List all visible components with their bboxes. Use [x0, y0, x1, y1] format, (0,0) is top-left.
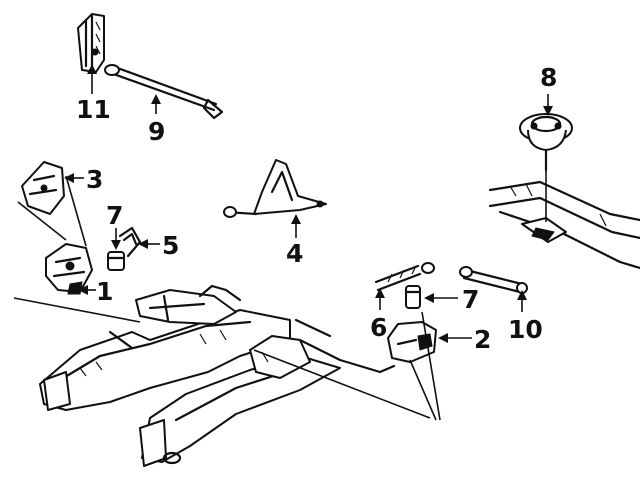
leader-crossmember	[13, 297, 431, 419]
part-11-bracket	[77, 13, 105, 73]
callout-7-left: 7	[106, 201, 123, 230]
part-1-bracket	[17, 175, 93, 295]
callout-2: 2	[474, 325, 491, 354]
callout-7-right: 7	[462, 285, 479, 314]
callout-6: 6	[370, 313, 387, 342]
callout-3: 3	[86, 165, 103, 194]
callout-11: 11	[76, 95, 111, 124]
frame-rail-right	[488, 170, 640, 270]
part-2-bracket	[387, 321, 437, 363]
part-5-link	[118, 226, 142, 258]
part-10-rod	[459, 266, 528, 294]
callout-9: 9	[148, 117, 165, 146]
part-7-bushing-left	[106, 251, 126, 271]
callout-4: 4	[286, 239, 303, 268]
part-7-bushing-right	[404, 285, 422, 309]
leader-group-right	[409, 311, 441, 421]
crossmember	[39, 284, 396, 467]
callout-10: 10	[508, 315, 543, 344]
callout-8: 8	[540, 63, 557, 92]
callout-5: 5	[162, 231, 179, 260]
callout-arrows	[64, 64, 553, 343]
part-6-link	[374, 262, 435, 292]
part-8-mount	[519, 113, 573, 172]
part-9-link-rod	[104, 64, 224, 120]
part-4-control-arm	[223, 159, 327, 218]
callout-1: 1	[96, 277, 113, 306]
part-3-bracket	[21, 161, 65, 215]
